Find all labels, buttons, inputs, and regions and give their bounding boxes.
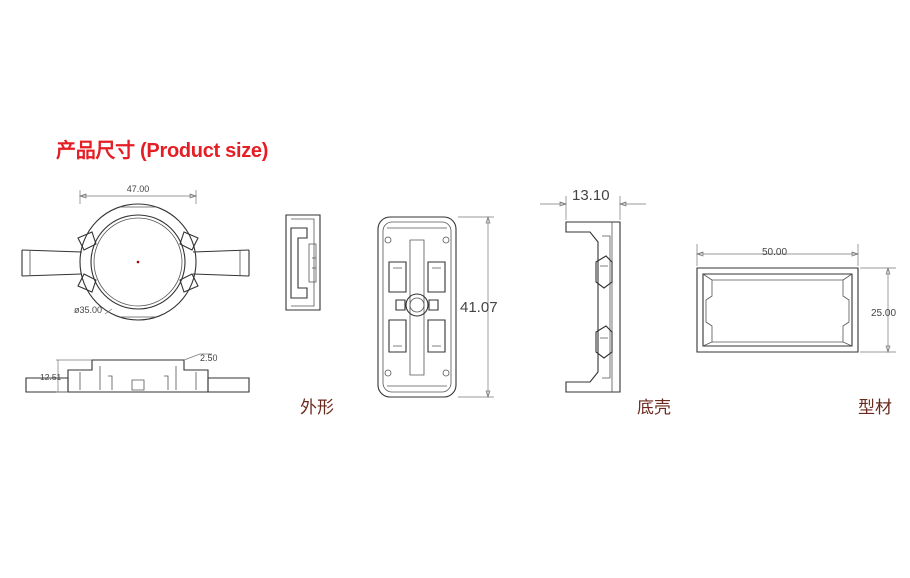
module-side-view: 12.51 2.50 [25, 353, 250, 393]
base-shell-view: 13.10 [540, 187, 646, 393]
label-outline: 外形 [300, 398, 334, 418]
dim-base-width: 13.10 [572, 187, 610, 204]
module-top-view: 47.00 ø35.00 [21, 184, 250, 321]
dim-overall-width: 47.00 [127, 184, 150, 194]
label-base-shell: 底壳 [637, 398, 671, 418]
label-profile: 型材 [858, 398, 892, 418]
clip-side-view [285, 214, 321, 311]
profile-cross-section: 50.00 25.00 [695, 244, 896, 354]
dim-diameter: ø35.00 [74, 305, 102, 315]
dim-profile-width: 50.00 [762, 247, 787, 258]
dim-length: 41.07 [460, 299, 498, 316]
dim-side-height: 12.51 [40, 372, 62, 382]
module-bottom-view: 41.07 [377, 215, 498, 399]
page-title: 产品尺寸 (Product size) [56, 140, 269, 162]
dim-profile-height: 25.00 [871, 308, 896, 319]
dim-side-step: 2.50 [200, 353, 218, 363]
